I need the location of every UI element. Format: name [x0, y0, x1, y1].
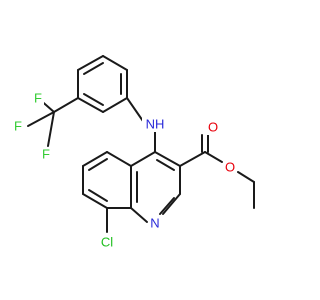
bond: [130, 207, 148, 223]
bond: [77, 97, 104, 113]
bond: [179, 151, 206, 167]
bond: [154, 151, 181, 167]
bond: [83, 62, 104, 75]
label-bg: [40, 147, 52, 161]
bond: [27, 111, 55, 127]
label-bg: [223, 159, 237, 175]
atom-label-cl: Cl: [101, 235, 113, 250]
structure-canvas: F F F NH N O O Cl: [12, 55, 255, 250]
bond: [53, 97, 79, 113]
label-bg: [206, 119, 220, 135]
bond: [47, 111, 55, 147]
bond: [77, 55, 104, 71]
bond: [88, 189, 108, 202]
atom-label-layer: F F F NH N O O Cl: [12, 91, 237, 250]
bond: [204, 151, 223, 163]
bond: [82, 193, 108, 209]
atom-label-nh: NH: [146, 117, 165, 132]
bond: [83, 93, 104, 106]
label-bg: [148, 215, 162, 231]
bond: [88, 158, 108, 171]
bond: [159, 197, 175, 215]
bond: [82, 151, 108, 167]
bond: [156, 159, 175, 171]
atom-label-f2: F: [14, 119, 22, 134]
bond: [162, 193, 181, 215]
atom-label-f1: F: [34, 91, 42, 106]
bond: [237, 171, 255, 183]
molecule-drawing: F F F NH N O O Cl: [12, 55, 255, 250]
bond: [102, 55, 128, 71]
label-bg: [142, 116, 170, 132]
atom-label-f3: F: [42, 147, 50, 162]
atom-label-ester-o: O: [225, 160, 235, 175]
label-bg: [32, 91, 44, 105]
label-bg: [12, 119, 24, 133]
bond: [106, 151, 132, 167]
label-bg: [97, 234, 117, 250]
bond: [130, 151, 156, 167]
bond-layer: [27, 55, 255, 233]
bond: [102, 97, 128, 113]
atom-label-carbonyl-o: O: [208, 120, 218, 135]
atom-label-ring-n: N: [150, 216, 159, 231]
